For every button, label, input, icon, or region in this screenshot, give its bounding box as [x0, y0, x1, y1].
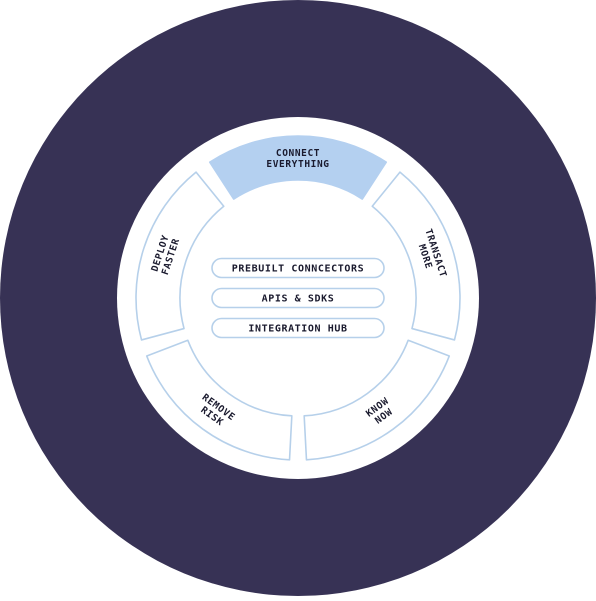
- hub-pill-apis-shape[interactable]: [211, 287, 385, 309]
- hub-pill-apis-label: APIS & SDKS: [262, 294, 335, 305]
- segment-connect-label-line: EVERYTHING: [266, 159, 329, 170]
- hub-pill-integration-label: INTEGRATION HUB: [248, 324, 347, 335]
- segment-connect-label-line: CONNECT: [276, 148, 320, 159]
- segment-know[interactable]: KNOWNOW: [303, 339, 451, 461]
- segment-transact-shape[interactable]: [371, 171, 461, 341]
- hub-pill-prebuilt-label: PREBUILT CONNCECTORS: [232, 264, 364, 275]
- segment-know-shape[interactable]: [303, 339, 451, 461]
- hub-stack: PREBUILT CONNCECTORS APIS & SDKS INTEGRATI…: [211, 257, 385, 339]
- segment-deploy-shape[interactable]: [135, 171, 225, 341]
- segment-deploy[interactable]: DEPLOYFASTER: [135, 171, 225, 341]
- hub-pill-integration[interactable]: INTEGRATION HUB: [211, 317, 385, 339]
- segment-remove-shape[interactable]: [145, 339, 293, 461]
- segment-connect-shape[interactable]: [208, 135, 388, 200]
- hub-pill-apis[interactable]: APIS & SDKS: [211, 287, 385, 309]
- hub-pill-prebuilt[interactable]: PREBUILT CONNCECTORS: [211, 257, 385, 279]
- hub-pill-prebuilt-shape[interactable]: [211, 257, 385, 279]
- segment-transact[interactable]: TRANSACTMORE: [371, 171, 461, 341]
- hub-pill-integration-shape[interactable]: [211, 317, 385, 339]
- segment-remove[interactable]: REMOVERISK: [145, 339, 293, 461]
